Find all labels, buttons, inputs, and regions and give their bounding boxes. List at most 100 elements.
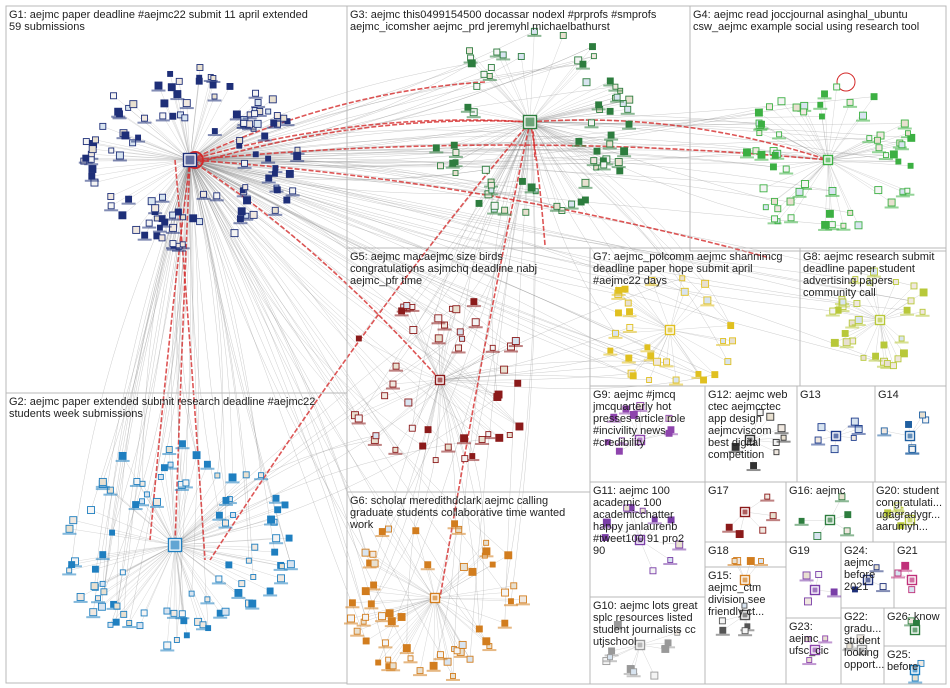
- node-g3[interactable]: [490, 201, 499, 210]
- node-g5[interactable]: [408, 424, 416, 432]
- node-g1[interactable]: [167, 70, 174, 77]
- node-g4[interactable]: [887, 198, 896, 207]
- node-g2[interactable]: [65, 524, 74, 533]
- node-g10[interactable]: [664, 639, 672, 647]
- node-g4[interactable]: [900, 119, 909, 128]
- node-g5[interactable]: [470, 298, 478, 306]
- node-g4[interactable]: [866, 135, 873, 142]
- node-g7[interactable]: [626, 308, 633, 316]
- node-g5[interactable]: [432, 457, 439, 464]
- node-g1[interactable]: [252, 89, 260, 97]
- node-g4[interactable]: [766, 103, 773, 111]
- node-g8[interactable]: [889, 362, 897, 370]
- node-g1[interactable]: [99, 122, 107, 130]
- node-g3[interactable]: [501, 206, 509, 214]
- node-g2[interactable]: [182, 479, 190, 487]
- node-g18[interactable]: [758, 558, 764, 564]
- node-g5[interactable]: [459, 335, 466, 342]
- node-g3[interactable]: [530, 27, 538, 35]
- node-g2[interactable]: [163, 607, 171, 615]
- node-g4[interactable]: [800, 101, 809, 110]
- node-g2[interactable]: [222, 496, 230, 504]
- node-g1[interactable]: [283, 196, 291, 204]
- node-g24[interactable]: [879, 583, 887, 591]
- node-g2[interactable]: [281, 501, 289, 509]
- node-g4[interactable]: [786, 197, 795, 206]
- node-g3[interactable]: [467, 59, 476, 68]
- node-g1[interactable]: [115, 151, 124, 160]
- node-g6[interactable]: [475, 625, 483, 633]
- node-g4[interactable]: [817, 101, 824, 108]
- node-g12[interactable]: [766, 412, 775, 421]
- node-g8[interactable]: [919, 288, 928, 297]
- node-g1[interactable]: [88, 172, 96, 180]
- node-g1[interactable]: [169, 211, 177, 219]
- node-g6[interactable]: [424, 561, 432, 569]
- node-g2[interactable]: [163, 641, 172, 650]
- node-g13[interactable]: [817, 423, 826, 432]
- node-g1[interactable]: [169, 240, 177, 248]
- node-g7[interactable]: [695, 371, 702, 377]
- node-g25[interactable]: [911, 674, 919, 682]
- node-g1[interactable]: [271, 170, 278, 177]
- node-g2[interactable]: [203, 460, 211, 468]
- node-g4[interactable]: [771, 151, 779, 159]
- node-g2[interactable]: [230, 512, 237, 518]
- node-g4[interactable]: [904, 187, 911, 194]
- node-g2[interactable]: [204, 596, 211, 603]
- node-g4[interactable]: [752, 147, 760, 155]
- node-g11[interactable]: [639, 507, 646, 514]
- node-g4[interactable]: [782, 165, 790, 173]
- node-g8[interactable]: [852, 276, 859, 283]
- node-g1[interactable]: [265, 174, 273, 182]
- node-g2[interactable]: [183, 632, 190, 639]
- node-g2[interactable]: [214, 472, 221, 479]
- node-g3[interactable]: [613, 93, 621, 101]
- node-g1[interactable]: [160, 99, 169, 108]
- node-g5[interactable]: [478, 436, 486, 443]
- node-g2[interactable]: [136, 622, 144, 630]
- node-g1[interactable]: [289, 187, 297, 195]
- node-g2[interactable]: [248, 599, 257, 608]
- node-g15[interactable]: [741, 627, 749, 635]
- node-g7[interactable]: [648, 277, 656, 285]
- node-g2[interactable]: [99, 551, 107, 559]
- node-g6[interactable]: [362, 637, 370, 645]
- node-g4[interactable]: [819, 113, 825, 120]
- node-g8[interactable]: [919, 308, 926, 315]
- node-g2[interactable]: [266, 587, 274, 595]
- node-g3[interactable]: [612, 83, 619, 90]
- node-g1[interactable]: [272, 165, 279, 172]
- node-g2[interactable]: [143, 491, 150, 498]
- node-g23[interactable]: [822, 635, 829, 642]
- node-g1[interactable]: [88, 145, 97, 154]
- node-g2[interactable]: [100, 588, 108, 596]
- node-g4[interactable]: [898, 141, 906, 149]
- node-g1[interactable]: [236, 136, 244, 144]
- node-g5[interactable]: [403, 302, 411, 310]
- node-g8[interactable]: [829, 307, 837, 315]
- node-g6[interactable]: [510, 582, 518, 590]
- node-g3[interactable]: [575, 137, 583, 145]
- node-g3[interactable]: [606, 107, 614, 115]
- node-g15[interactable]: [719, 626, 727, 634]
- node-g11[interactable]: [602, 518, 611, 527]
- node-g3[interactable]: [606, 77, 614, 85]
- node-g10[interactable]: [613, 620, 622, 629]
- node-g20[interactable]: [893, 502, 902, 511]
- node-g8[interactable]: [841, 330, 849, 337]
- node-g7[interactable]: [644, 344, 651, 351]
- node-g2[interactable]: [68, 561, 76, 569]
- node-g4[interactable]: [889, 150, 898, 159]
- node-g4[interactable]: [759, 184, 768, 193]
- node-g2[interactable]: [165, 446, 173, 453]
- node-g3[interactable]: [606, 140, 614, 148]
- node-g8[interactable]: [883, 360, 891, 367]
- node-g1[interactable]: [236, 142, 243, 149]
- node-g16[interactable]: [838, 493, 846, 501]
- node-g5[interactable]: [409, 303, 416, 310]
- node-g2[interactable]: [251, 543, 259, 551]
- node-g6[interactable]: [407, 655, 414, 662]
- node-g13[interactable]: [850, 417, 859, 426]
- node-g16[interactable]: [844, 511, 852, 519]
